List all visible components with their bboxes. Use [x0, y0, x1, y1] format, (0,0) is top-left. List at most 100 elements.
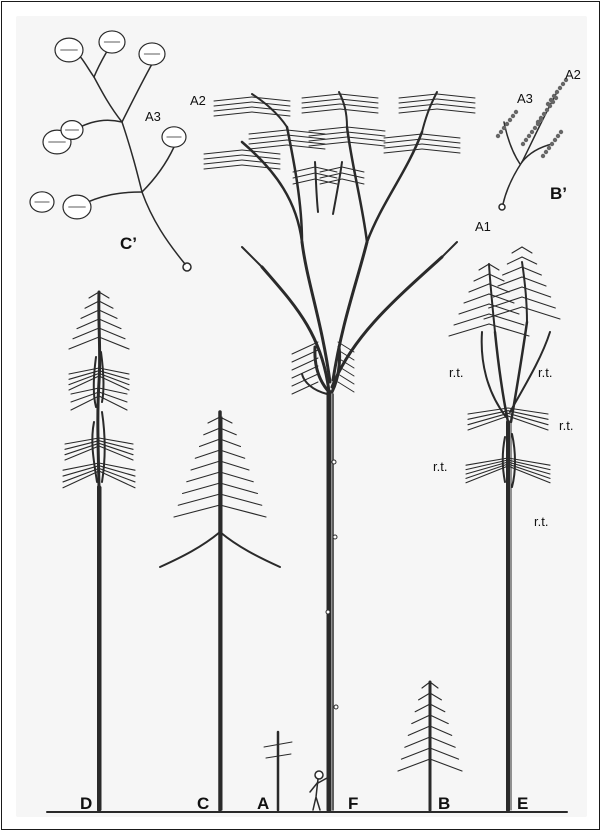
tree-f-branchlet: [214, 112, 252, 116]
tree-d-branch: [99, 310, 117, 318]
tree-f-branchlet: [384, 139, 422, 143]
tree-e-branch: [469, 284, 489, 292]
tree-e-branch: [489, 297, 522, 308]
tree-d-branch: [99, 328, 125, 339]
tree-f-branchlet: [315, 173, 337, 178]
label-rt: r.t.: [433, 460, 447, 473]
foliage-b-prime: [539, 118, 543, 122]
label-tree-c: C: [197, 795, 209, 812]
label-a3-right: A3: [517, 92, 533, 105]
tree-f-branchlet: [287, 140, 325, 144]
tree-e-branch: [489, 274, 504, 281]
foliage-b-prime: [514, 110, 518, 114]
tree-f-branchlet: [204, 160, 242, 164]
foliage-b-prime: [533, 126, 537, 130]
label-tree-f: F: [348, 795, 358, 812]
tree-d-branch: [73, 328, 99, 339]
tree-d-branch: [65, 438, 99, 444]
foliage-b-prime: [502, 126, 506, 130]
tree-f-branchlet: [384, 134, 422, 138]
tree-f: [242, 92, 457, 810]
tree-b-branch: [412, 715, 430, 724]
tree-f-branchlet: [302, 94, 340, 98]
tree-f-branchlet: [399, 94, 437, 98]
tree-f-branchlet: [214, 102, 252, 106]
tree-e: [482, 262, 550, 810]
tree-b-branch: [430, 737, 455, 747]
tree-b-branch: [430, 759, 462, 771]
tree-d-branch: [81, 310, 99, 318]
tree-f-branchlet: [340, 99, 378, 103]
label-rt: r.t.: [559, 419, 573, 432]
foliage-b-prime: [511, 114, 515, 118]
tree-b-branch: [405, 737, 430, 747]
tree-c-branch: [187, 472, 220, 482]
foliage-b-prime: [527, 134, 531, 138]
tree-e-branch: [493, 287, 522, 297]
tree-b-branch: [415, 704, 430, 712]
tree-f-branchlet: [309, 127, 347, 131]
tree-e-branch: [459, 304, 489, 314]
tree-f-branchlet: [338, 374, 354, 384]
foliage-b-prime: [551, 100, 555, 104]
label-c-prime: C’: [120, 235, 137, 252]
tree-f-branchlet: [287, 135, 325, 139]
tree-f-branchlet: [315, 167, 337, 172]
tree-f-branchlet: [214, 107, 252, 111]
tree-c-branch: [220, 483, 258, 494]
foliage-b-prime: [550, 142, 554, 146]
tree-b-branch: [430, 726, 452, 735]
foliage-b-prime: [558, 86, 562, 90]
tree-f-branchlet: [204, 150, 242, 154]
tree-f-branchlet: [252, 112, 290, 116]
tree-f-branchlet: [204, 165, 242, 169]
tree-f-branchlet: [347, 142, 385, 146]
tree-e-branch: [522, 247, 532, 253]
tree-b-branch: [419, 693, 430, 700]
foliage-b-prime: [548, 104, 552, 108]
tree-c-branch: [178, 494, 220, 505]
foliage-b-prime: [559, 130, 563, 134]
label-tree-d: D: [80, 795, 92, 812]
tree-f-branchlet: [302, 109, 340, 113]
tree-f-branchlet: [249, 145, 287, 149]
tree-f-branchlet: [347, 132, 385, 136]
tree-f-branchlet: [422, 139, 460, 143]
tree-f-branchlet: [252, 102, 290, 106]
foliage-b-prime: [554, 96, 558, 100]
tree-f-branchlet: [287, 130, 325, 134]
tree-c-branch: [195, 450, 220, 458]
tree-c-branch: [220, 494, 262, 505]
label-a2-left: A2: [190, 94, 206, 107]
tree-e-branch: [479, 264, 489, 270]
tree-f-branchlet: [422, 149, 460, 153]
tree-f-branchlet: [315, 179, 337, 184]
label-rt: r.t.: [538, 366, 552, 379]
tree-d-branch: [99, 301, 113, 308]
tree-c-branch: [191, 461, 220, 470]
tree-f-branchlet: [287, 145, 325, 149]
tree-d-branch: [99, 319, 121, 329]
tree-d-branch: [63, 463, 99, 470]
tree-e-branch: [503, 267, 522, 275]
tree-b-branch: [430, 748, 459, 759]
tree-e-branch: [507, 257, 522, 264]
tree-f-branchlet: [347, 127, 385, 131]
tree-b-branch: [401, 748, 430, 759]
tree-f-branchlet: [249, 140, 287, 144]
tree-d-branch: [99, 292, 109, 298]
tree-c-branch: [183, 483, 221, 494]
foliage-b-prime: [542, 112, 546, 116]
tree-b-branch: [430, 704, 445, 712]
foliage-b-prime: [536, 122, 540, 126]
foliage-b-prime: [524, 138, 528, 142]
tree-f-branchlet: [342, 173, 364, 178]
foliage-b-prime: [521, 142, 525, 146]
label-rt: r.t.: [449, 366, 463, 379]
label-b-prime: B’: [550, 185, 567, 202]
tree-e-branch: [474, 274, 489, 281]
tree-e-branch: [512, 247, 522, 253]
tree-f-branchlet: [437, 99, 475, 103]
tree-c-branch: [200, 439, 221, 447]
